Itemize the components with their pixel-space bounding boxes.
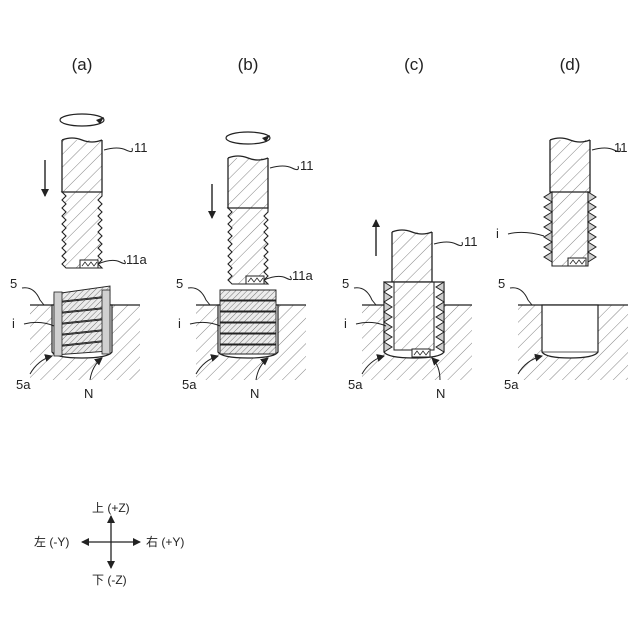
label-thread-b: i [178, 316, 181, 331]
label-thread-c: i [344, 316, 347, 331]
coil-insert [220, 290, 276, 354]
compass-right-label: 右 (+Y) [146, 534, 184, 549]
rotation-arrowhead-icon [262, 135, 270, 142]
label-surface-c: 5 [342, 276, 349, 291]
panel-c-label: (c) [404, 55, 424, 74]
panel-a: (a) 11 11a [10, 55, 148, 401]
tap-threads [552, 192, 588, 266]
label-tool-tip-b: 11a [292, 268, 313, 283]
label-insert-b: N [250, 386, 259, 401]
label-surface-d: 5 [498, 276, 505, 291]
tap-threads [62, 192, 102, 268]
label-tool-d: 11 [614, 140, 628, 155]
label-tool-c: 11 [464, 234, 478, 249]
coil-insert [54, 286, 110, 356]
label-tool-b: 11 [300, 158, 314, 173]
direction-compass: 上 (+Z) 下 (-Z) 左 (-Y) 右 (+Y) [34, 501, 184, 587]
tap-tool [228, 158, 268, 208]
compass-down-label: 下 (-Z) [92, 573, 127, 587]
label-surface-a: 5 [10, 276, 17, 291]
tap-tool [550, 140, 590, 192]
panel-a-label: (a) [72, 55, 93, 74]
label-bottom-d: 5a [504, 377, 519, 392]
panel-c: (c) 11 5 i 5a N [342, 55, 478, 401]
label-insert-c: N [436, 386, 445, 401]
label-bottom-b: 5a [182, 377, 197, 392]
label-insert-a: N [84, 386, 93, 401]
label-bottom-a: 5a [16, 377, 31, 392]
compass-up-label: 上 (+Z) [92, 501, 130, 515]
tap-tool [62, 140, 102, 192]
label-bottom-c: 5a [348, 377, 363, 392]
coil-insert [544, 192, 552, 262]
panel-d-label: (d) [560, 55, 581, 74]
label-tool-a: 11 [134, 140, 148, 155]
label-thread-a: i [12, 316, 15, 331]
panel-b: (b) 11 11a 5 i 5a N [176, 55, 314, 401]
panel-b-label: (b) [238, 55, 259, 74]
tap-threads [228, 208, 268, 284]
tap-tool [392, 232, 432, 282]
tap-threads [394, 282, 434, 350]
rotation-arrowhead-icon [96, 117, 104, 124]
compass-left-label: 左 (-Y) [34, 534, 69, 549]
panel-d: (d) 11 i 5 5a [496, 55, 628, 392]
tapped-hole [542, 305, 598, 358]
label-tool-tip-a: 11a [126, 252, 147, 267]
label-surface-b: 5 [176, 276, 183, 291]
label-thread-d: i [496, 226, 499, 241]
